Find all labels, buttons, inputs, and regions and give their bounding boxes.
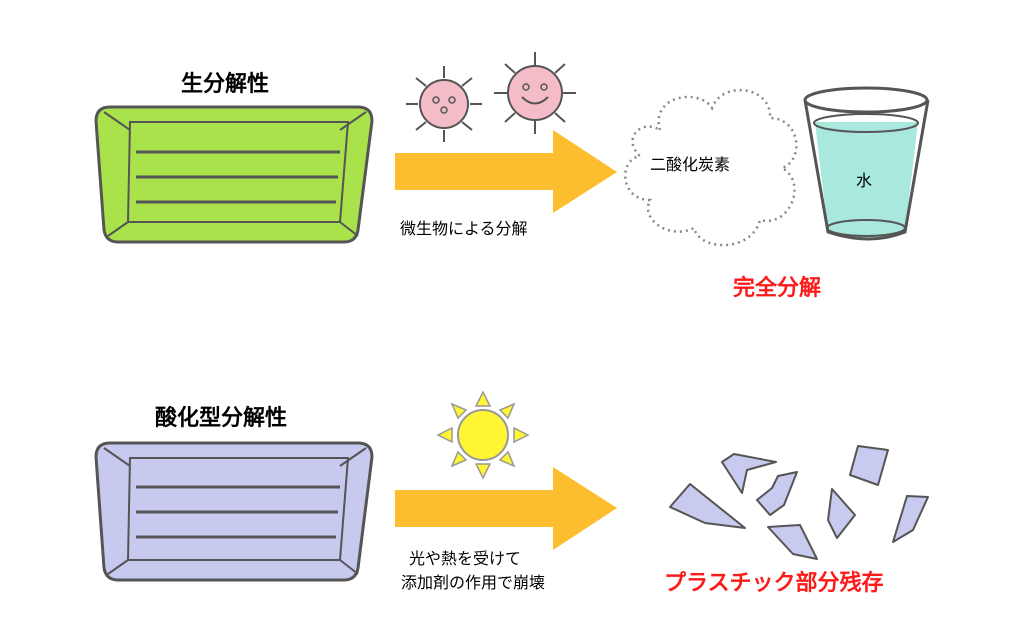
sun-icon: [436, 390, 530, 480]
co2-cloud-icon: [624, 88, 798, 247]
oxo-degradable-title: 酸化型分解性: [155, 406, 288, 431]
process-arrow-top: [395, 130, 617, 213]
water-glass-icon: [803, 86, 930, 241]
plastic-remains-result: プラスチック部分残存: [664, 571, 884, 596]
co2-label: 二酸化炭素: [650, 155, 731, 174]
biodegradable-title: 生分解性: [181, 72, 270, 97]
process-arrow-bottom: [395, 467, 617, 550]
complete-decomposition-result: 完全分解: [733, 276, 822, 301]
microbial-decomposition-label: 微生物による分解: [400, 219, 528, 238]
process-line-2: 添加剤の作用で崩壊: [401, 573, 546, 592]
microbe-right-icon: [494, 52, 576, 134]
plastic-fragments-icon: [669, 445, 929, 560]
oxo-degradable-tray: [94, 441, 374, 582]
microbe-left-icon: [406, 66, 482, 142]
biodegradable-tray: [94, 105, 374, 244]
process-line-1: 光や熱を受けて: [409, 549, 522, 568]
water-label: 水: [856, 171, 873, 190]
